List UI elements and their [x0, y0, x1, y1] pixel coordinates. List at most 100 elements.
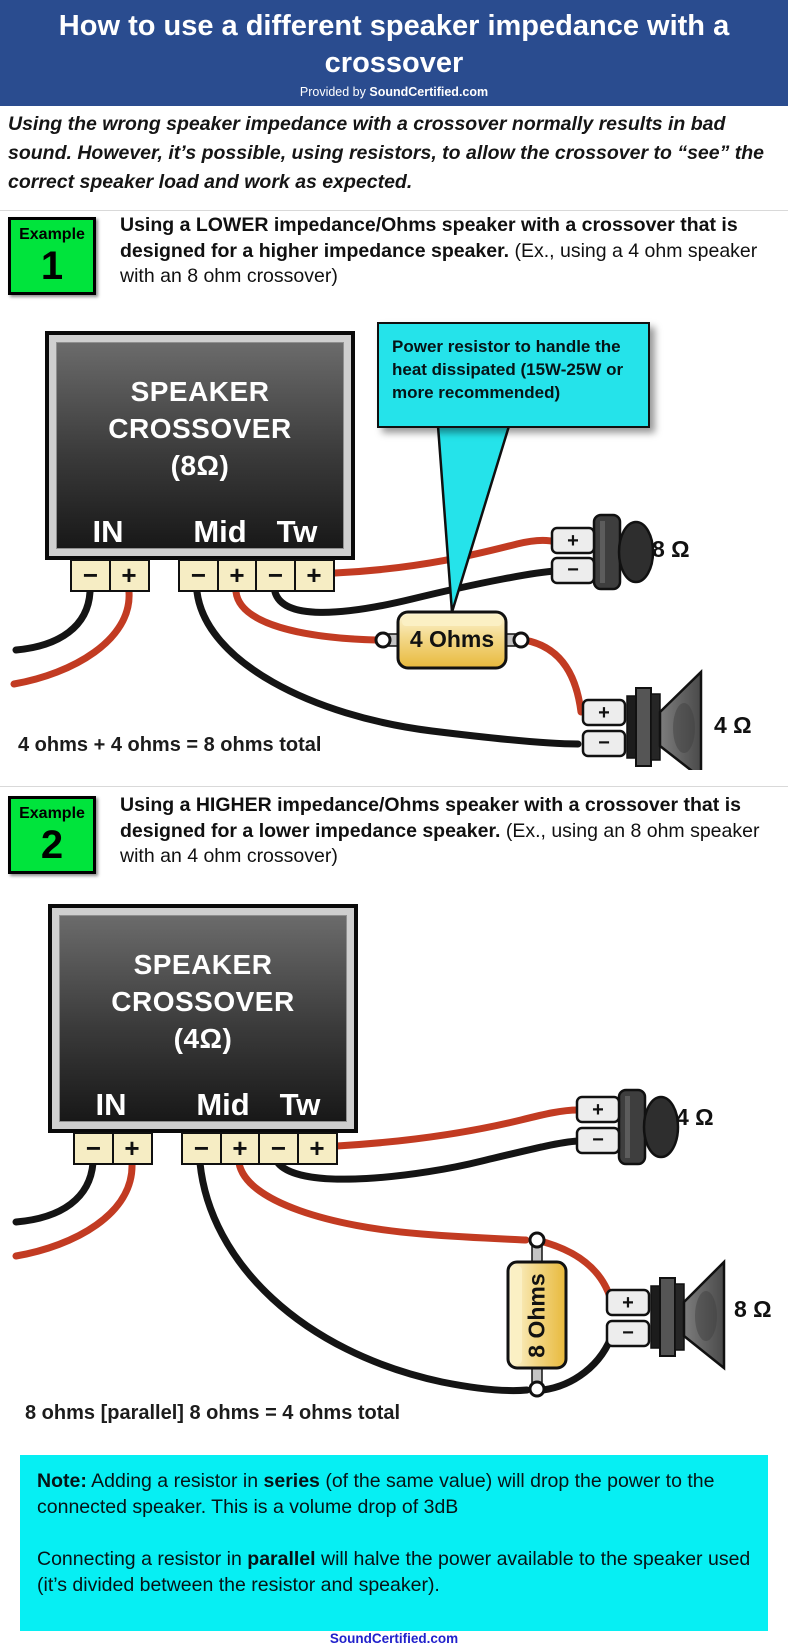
terminal-tw-pos: +: [296, 1132, 338, 1165]
woofer-tab-positive-label: +: [598, 702, 610, 724]
crossover-title-line: SPEAKER: [130, 376, 270, 407]
terminal-mid-neg: −: [178, 559, 219, 592]
tweeter-magnet: [592, 513, 622, 591]
crossover-face: SPEAKER CROSSOVER (4Ω): [59, 915, 347, 1122]
tweeter-tab-positive: [550, 526, 596, 555]
woofer-magnet-1: [626, 695, 637, 759]
wire-tw-positive: [331, 536, 560, 577]
woofer-icon: + −: [581, 669, 703, 770]
divider: [0, 786, 788, 787]
resistor-highlight: [402, 615, 502, 626]
port-label-in: IN: [95, 1087, 127, 1122]
wire-in-positive: [12, 1159, 136, 1260]
port-label-tw: Tw: [279, 1087, 321, 1122]
woofer-tab-negative-label: −: [622, 1322, 634, 1344]
tweeter-tab-positive-label: +: [592, 1099, 604, 1121]
woofer-cone-shade: [673, 703, 695, 753]
wire-mid-negative: [193, 588, 582, 748]
total-impedance-text: 8 ohms [parallel] 8 ohms = 4 ohms total: [25, 1402, 401, 1424]
wire-tw-positive: [333, 1106, 582, 1150]
badge-label: Example: [19, 805, 85, 822]
junction-top: [528, 1231, 546, 1249]
terminal-tw-pos: +: [293, 559, 335, 592]
tweeter-tab-negative-label: −: [567, 559, 579, 581]
terminal-tw-neg: −: [255, 559, 296, 592]
crossover-box-2: SPEAKER CROSSOVER (4Ω) IN Mid Tw: [48, 904, 358, 1133]
wire-mid-positive: [232, 588, 380, 644]
woofer-tab-positive: [581, 698, 627, 727]
total-impedance-text: 4 ohms + 4 ohms = 8 ohms total: [18, 734, 322, 756]
provided-by: Provided by SoundCertified.com: [299, 85, 489, 99]
port-label-mid: Mid: [193, 514, 247, 549]
resistor-value-label: 8 Ohms: [523, 1273, 550, 1358]
tweeter-tab-negative-label: −: [592, 1129, 604, 1151]
woofer-magnet-2: [659, 1277, 676, 1357]
tweeter-magnet-highlight: [625, 1096, 630, 1158]
example-2-badge: Example 2: [8, 796, 96, 874]
tweeter-icon: + −: [550, 513, 655, 591]
wire-mid-negative: [196, 1159, 531, 1395]
series-resistor: [374, 610, 530, 670]
terminal-mid-neg: −: [181, 1132, 222, 1165]
tweeter-magnet-highlight: [600, 521, 605, 583]
woofer-tab-negative-label: −: [598, 732, 610, 754]
tweeter-magnet: [617, 1088, 647, 1166]
wire-in-negative: [12, 588, 94, 654]
terminal-in-pos: +: [108, 559, 150, 592]
tweeter-tab-positive: [575, 1095, 621, 1124]
note-paragraph-series: Note: Adding a resistor in series (of th…: [37, 1470, 715, 1518]
terminal-mid-pos: +: [219, 1132, 261, 1165]
terminal-tw-neg: −: [258, 1132, 299, 1165]
tweeter-tab-negative: [550, 556, 596, 585]
crossover-face: SPEAKER CROSSOVER (8Ω): [56, 342, 344, 549]
tweeter-tab-negative: [575, 1126, 621, 1155]
terminal-in-pos: +: [111, 1132, 153, 1165]
woofer-magnet-3: [650, 693, 661, 761]
woofer-cone: [682, 1258, 726, 1371]
wire-in-positive: [10, 588, 133, 688]
example-1-badge: Example 1: [8, 217, 96, 295]
wire-in-negative: [12, 1159, 97, 1226]
wire-tw-negative: [271, 567, 560, 616]
port-label-mid: Mid: [196, 1087, 250, 1122]
callout-power-resistor: Power resistor to handle the heat dissip…: [377, 322, 650, 428]
example-1-heading: Using a LOWER impedance/Ohms speaker wit…: [120, 214, 758, 287]
tweeter-icon: + −: [575, 1088, 680, 1166]
footer-brand: SoundCertified.com: [329, 1631, 459, 1646]
woofer-magnet-2: [635, 687, 652, 767]
divider: [0, 210, 788, 211]
crossover-title-line: SPEAKER: [133, 949, 273, 980]
woofer-tab-positive-label: +: [622, 1292, 634, 1314]
port-label-in: IN: [92, 514, 124, 549]
wires-example-2: [12, 1106, 617, 1395]
intro-text: Using the wrong speaker impedance with a…: [8, 113, 765, 193]
woofer-cone: [658, 669, 703, 770]
badge-number: 1: [40, 244, 64, 288]
page-title: How to use a different speaker impedance…: [58, 10, 730, 79]
example-2-heading: Using a HIGHER impedance/Ohms speaker wi…: [120, 794, 760, 867]
header: How to use a different speaker impedance…: [0, 0, 788, 106]
terminal-group-midtw-2: − + − +: [181, 1132, 338, 1165]
note-paragraph-parallel: Connecting a resistor in parallel will h…: [37, 1548, 751, 1596]
crossover-title: SPEAKER CROSSOVER (4Ω): [60, 946, 346, 1057]
terminal-mid-pos: +: [216, 559, 258, 592]
woofer-magnet-3: [674, 1283, 685, 1351]
wire-resistor-to-woofer: [520, 636, 585, 716]
tweeter-impedance-label: 8 Ω: [652, 536, 690, 562]
crossover-title-line: CROSSOVER: [111, 986, 295, 1017]
crossover-title-line: CROSSOVER: [108, 413, 292, 444]
woofer-tab-positive: [605, 1288, 651, 1317]
woofer-tab-negative: [581, 729, 627, 758]
resistor-value-label: 4 Ohms: [409, 626, 495, 652]
tweeter-impedance-label: 4 Ω: [676, 1104, 714, 1130]
resistor-highlight: [511, 1266, 522, 1364]
crossover-title-line: (4Ω): [173, 1023, 233, 1054]
diagram-example-2: + − + −: [12, 1088, 726, 1398]
woofer-impedance-label: 8 Ω: [734, 1296, 772, 1322]
tweeter-tab-positive-label: +: [567, 530, 579, 552]
wire-mid-positive: [235, 1159, 530, 1244]
resistor-body: [506, 1260, 568, 1370]
junction-bottom: [528, 1380, 546, 1398]
woofer-cone-shade: [695, 1291, 717, 1341]
crossover-title: SPEAKER CROSSOVER (8Ω): [57, 373, 343, 484]
